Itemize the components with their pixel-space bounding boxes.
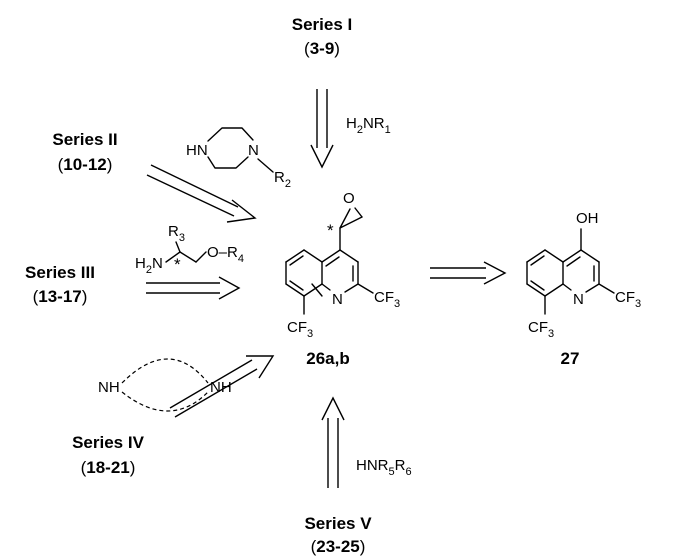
series-iii-arrow (146, 276, 241, 300)
series-i-name: Series I (292, 15, 353, 34)
series-v-name: Series V (304, 514, 372, 533)
series-v-reagent: HNR5R6 (356, 457, 412, 478)
epoxide-oxygen: O (343, 190, 355, 207)
diamine-nh-left: NH (98, 379, 120, 396)
series-iv-arrow (169, 355, 275, 418)
series-iv-name: Series IV (72, 433, 144, 452)
series-i-range: (3-9) (304, 39, 340, 58)
series-iii-name: Series III (25, 263, 95, 282)
amino-h2n: H2N (135, 255, 163, 276)
amino-ether-structure: R3 H2N * O–R4 (135, 223, 244, 276)
epoxide-stereo-star: * (327, 221, 334, 240)
series-iv-range: (18-21) (81, 458, 136, 477)
product-cf3-8: CF3 (528, 319, 554, 340)
series-iii-range: (13-17) (33, 287, 88, 306)
product-arrow (430, 261, 507, 285)
diamine-nh-right: NH (210, 379, 232, 396)
piperazine-r2: R2 (274, 169, 291, 190)
compound-26-label: 26a,b (306, 349, 349, 368)
piperazine-n: N (248, 142, 259, 159)
series-v-arrow (321, 396, 345, 488)
hydroxyl: OH (576, 210, 599, 227)
amino-stereo-star: * (174, 255, 181, 274)
compound-27-label: 27 (561, 349, 580, 368)
series-ii-arrow (146, 164, 257, 223)
series-i-arrow (310, 89, 334, 169)
series-iv-label: Series IV (18-21) (72, 433, 144, 477)
cf3-8: CF3 (287, 319, 313, 340)
series-ii-range: (10-12) (58, 155, 113, 174)
series-iii-label: Series III (13-17) (25, 263, 95, 306)
series-ii-label: Series II (10-12) (52, 130, 117, 174)
series-v-range: (23-25) (311, 537, 366, 556)
series-i-label: Series I (3-9) (292, 15, 353, 58)
quinoline-n: N (332, 291, 343, 308)
amino-r3: R3 (168, 223, 185, 244)
piperazine-structure: HN N R2 (186, 127, 291, 190)
series-i-reagent: H2NR1 (346, 115, 391, 136)
cyclic-diamine-structure: NH NH (98, 358, 232, 412)
series-v-label: Series V (23-25) (304, 514, 372, 556)
amino-ether: O–R4 (207, 244, 244, 265)
product-cf3-2: CF3 (615, 289, 641, 310)
piperazine-hn: HN (186, 142, 208, 159)
product-n: N (573, 291, 584, 308)
compound-27-structure: OH N CF3 CF3 27 (526, 210, 641, 368)
series-ii-name: Series II (52, 130, 117, 149)
cf3-2: CF3 (374, 289, 400, 310)
compound-26-structure: O * N CF3 CF3 26a,b (285, 190, 400, 368)
